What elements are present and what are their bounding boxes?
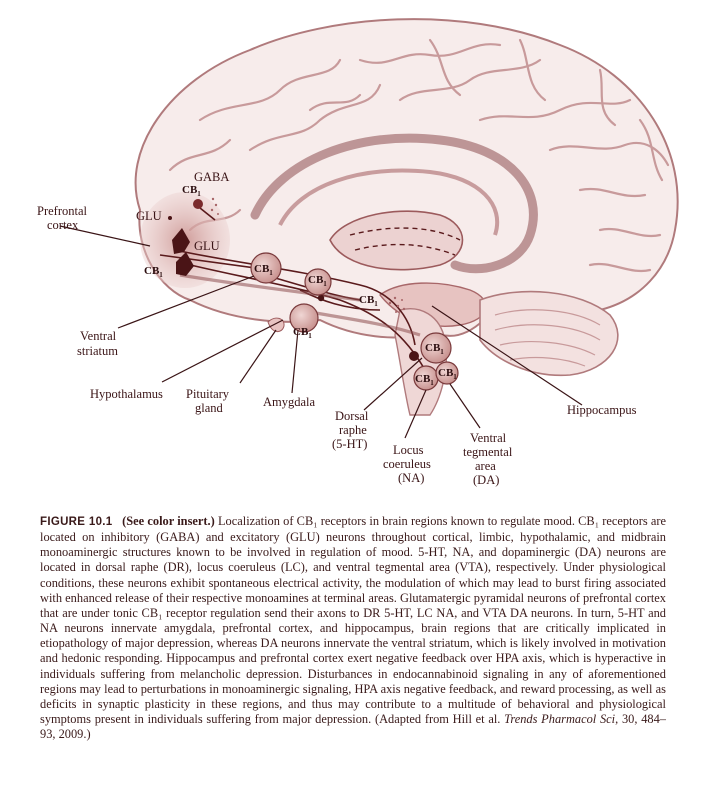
- label-vta-4: (DA): [473, 473, 499, 487]
- cerebellum: [479, 290, 619, 377]
- glu-neuron-2: [176, 252, 194, 276]
- label-locus-1: Locus: [393, 443, 424, 457]
- label-hippocampus: Hippocampus: [567, 403, 637, 417]
- label-vta-1: Ventral: [470, 431, 507, 445]
- small-glu-node: [168, 216, 172, 220]
- cb1-label-pfc: CB1: [144, 265, 163, 279]
- cb1-label-hypothalamus: CB1: [308, 274, 327, 288]
- glu-label-2: GLU: [194, 239, 220, 253]
- cb1-circle-raphe: [420, 332, 452, 364]
- fornix: [278, 168, 500, 236]
- label-vta-2: tegmental: [463, 445, 513, 459]
- glu-neuron-1: [172, 228, 190, 254]
- citation-end: , 30, 484–93, 2009.): [40, 712, 666, 742]
- cb1-nuclei: [250, 252, 459, 391]
- thalamus: [329, 210, 464, 271]
- neuron-bodies: [168, 199, 419, 361]
- label-prefrontal-1: Prefrontal: [37, 204, 88, 218]
- dashed-pathway-1: [349, 227, 461, 241]
- cb1-circle-vta: [435, 361, 459, 385]
- region-labels: Prefrontal cortex Ventral striatum Hypot…: [37, 204, 637, 487]
- label-ventral-striatum-1: Ventral: [80, 329, 117, 343]
- label-hypothalamus: Hypothalamus: [90, 387, 163, 401]
- label-dorsal-raphe-3: (5-HT): [332, 437, 367, 451]
- cb1-label-raphe: CB1: [425, 342, 444, 356]
- leader-lines: [59, 225, 583, 439]
- brain-diagram: CB1 CB1 CB1 CB1 CB1 CB1 CB1 CB1 CB1 GABA…: [37, 18, 679, 487]
- figure-caption: FIGURE 10.1 (See color insert.) Localiza…: [40, 514, 666, 742]
- label-pituitary-1: Pituitary: [186, 387, 230, 401]
- cb1-circle-amygdala: [289, 303, 319, 333]
- cb1-label-striatum: CB1: [254, 263, 273, 277]
- label-prefrontal-2: cortex: [47, 218, 79, 232]
- cb1-circle-striatum: [250, 252, 282, 284]
- label-amygdala: Amygdala: [263, 395, 316, 409]
- journal-name: Trends Pharmacol Sci: [504, 712, 616, 727]
- gyri-folds: [168, 38, 670, 273]
- caption-body: Localization of CB₁ receptors in brain r…: [40, 514, 667, 727]
- color-insert-note: (See color insert.): [122, 514, 215, 528]
- cb1-label-lc: CB1: [415, 373, 434, 387]
- gaba-label: GABA: [194, 170, 229, 184]
- label-locus-3: (NA): [398, 471, 424, 485]
- glu-label-1: GLU: [136, 209, 162, 223]
- figure-number: FIGURE 10.1: [40, 516, 113, 528]
- label-locus-2: coeruleus: [383, 457, 431, 471]
- label-pituitary-2: gland: [195, 401, 224, 415]
- amygdala-node: [317, 294, 325, 302]
- label-ventral-striatum-2: striatum: [77, 344, 118, 358]
- dashed-pathway-2: [354, 243, 456, 256]
- gaba-neuron: [193, 199, 203, 209]
- cb1-label-vta: CB1: [438, 367, 457, 381]
- cb1-labels: CB1 CB1 CB1 CB1 CB1 CB1 CB1 CB1 CB1: [144, 184, 457, 387]
- synapse-dots: [210, 197, 406, 313]
- cb1-circle-hypothalamus: [304, 268, 332, 296]
- label-dorsal-raphe-1: Dorsal: [335, 409, 369, 423]
- cb1-label-gaba: CB1: [182, 184, 201, 198]
- corpus-callosum: [250, 133, 538, 274]
- cb1-label-hippocampus: CB1: [359, 294, 378, 308]
- label-dorsal-raphe-2: raphe: [339, 423, 367, 437]
- label-vta-3: area: [475, 459, 496, 473]
- raphe-node: [409, 351, 419, 361]
